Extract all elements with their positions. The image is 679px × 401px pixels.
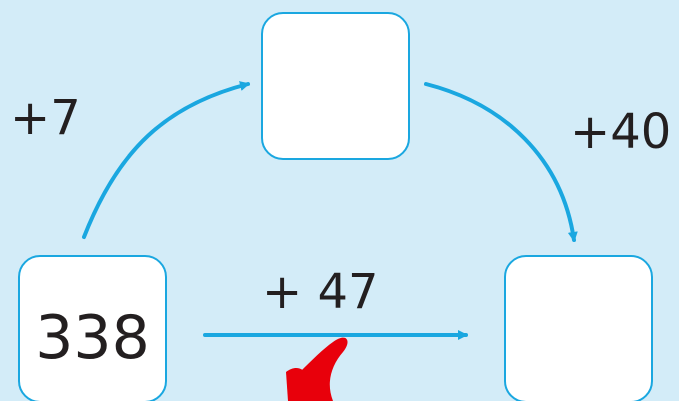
start-value: 338 [35, 303, 150, 373]
start-value-box: 338 [18, 255, 167, 401]
top-answer-box[interactable] [261, 12, 410, 160]
result-answer-box[interactable] [504, 255, 653, 401]
step2-label: +40 [570, 104, 672, 160]
arrow-top-to-right [424, 82, 578, 242]
step1-label: +7 [10, 90, 81, 146]
direct-step-label: + 47 [262, 264, 379, 320]
arrow-left-to-top [82, 81, 250, 239]
